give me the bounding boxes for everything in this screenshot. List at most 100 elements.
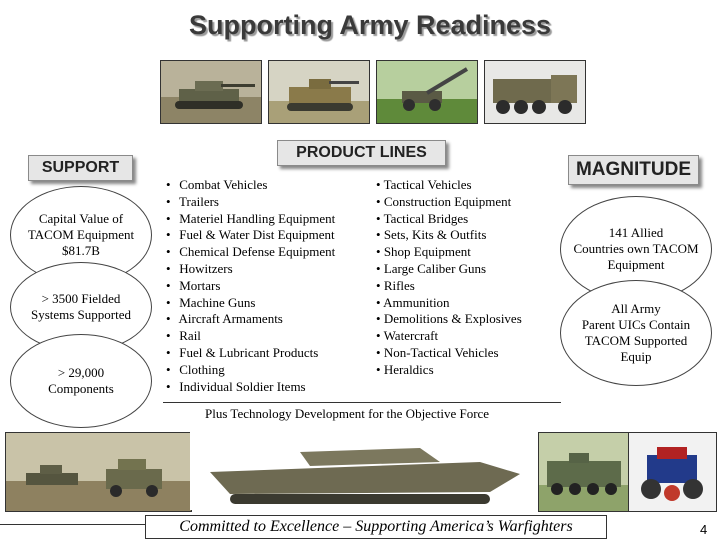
product-line-label: Tactical Bridges: [383, 210, 469, 226]
product-line-label: Watercraft: [383, 328, 439, 344]
product-line-label: Machine Guns: [179, 294, 256, 310]
product-line-item: • Fuel & Lubricant Products: [166, 345, 335, 362]
bullet: •: [376, 294, 381, 310]
support-label: SUPPORT: [28, 155, 133, 181]
product-line-item: • Combat Vehicles: [166, 177, 335, 194]
product-line-item: • Demolitions & Explosives: [376, 311, 522, 328]
bullet: •: [376, 361, 381, 377]
product-line-item: • Howitzers: [166, 261, 335, 278]
magnitude-item-text: Equipment: [607, 257, 665, 272]
support-item-text: > 29,000: [57, 365, 105, 380]
product-line-item: • Mortars: [166, 278, 335, 295]
bullet: •: [376, 227, 381, 243]
product-line-label: Sets, Kits & Outfits: [383, 227, 487, 243]
product-line-item: • Non-Tactical Vehicles: [376, 345, 522, 362]
bullet: •: [166, 361, 171, 377]
product-line-label: Fuel & Water Dist Equipment: [179, 227, 335, 243]
product-line-label: Aircraft Armaments: [178, 311, 283, 327]
product-line-item: • Rail: [166, 328, 335, 345]
product-line-item: • Machine Guns: [166, 295, 335, 312]
bullet: •: [166, 260, 171, 276]
product-line-label: Tactical Vehicles: [383, 177, 472, 192]
footer-rule: [0, 524, 145, 525]
support-item-text: Components: [48, 381, 114, 396]
product-line-label: Ammunition: [383, 294, 450, 310]
product-line-item: • Aircraft Armaments: [166, 311, 335, 328]
product-line-item: • Sets, Kits & Outfits: [376, 227, 522, 244]
product-line-item: • Tactical Vehicles: [376, 177, 522, 194]
magnitude-item-text: TACOM Supported: [584, 333, 688, 348]
divider-line: [163, 402, 561, 403]
magnitude-item-text: Parent UICs Contain: [581, 317, 691, 332]
product-line-label: Combat Vehicles: [179, 177, 268, 192]
components-ellipse: > 29,000 Components: [10, 334, 152, 428]
magnitude-item-text: 141 Allied: [608, 225, 664, 240]
truck-photo: [484, 60, 586, 124]
product-lines-list-right: • Tactical Vehicles• Construction Equipm…: [376, 177, 522, 379]
product-lines-list-left: • Combat Vehicles• Trailers• Materiel Ha…: [166, 177, 335, 395]
magnitude-item-text: Equip: [620, 349, 652, 364]
support-item-text: > 3500 Fielded: [41, 291, 121, 306]
product-line-label: Clothing: [179, 361, 225, 377]
robot-vehicle-photo: [628, 432, 717, 512]
product-line-label: Rifles: [383, 277, 415, 293]
support-item-text: $81.7B: [62, 243, 100, 258]
product-line-item: • Materiel Handling Equipment: [166, 211, 335, 228]
product-line-item: • Fuel & Water Dist Equipment: [166, 227, 335, 244]
footer-tagline: Committed to Excellence – Supporting Ame…: [145, 515, 607, 539]
bullet: •: [376, 311, 381, 327]
stryker-photo: [538, 432, 630, 512]
product-line-label: Fuel & Lubricant Products: [179, 344, 319, 360]
bullet: •: [166, 378, 171, 394]
bullet: •: [376, 277, 381, 293]
page-title: Supporting Army Readiness: [188, 10, 552, 40]
product-line-label: Demolitions & Explosives: [383, 311, 522, 327]
support-item-text: Systems Supported: [30, 307, 132, 322]
product-line-item: • Trailers: [166, 194, 335, 211]
bullet: •: [166, 344, 171, 360]
bullet: •: [376, 260, 381, 276]
support-item-text: Capital Value of: [38, 211, 124, 226]
product-line-label: Chemical Defense Equipment: [179, 244, 336, 260]
bullet: •: [166, 210, 171, 226]
product-line-label: Mortars: [179, 277, 221, 293]
bullet: •: [166, 277, 171, 293]
product-line-item: • Chemical Defense Equipment: [166, 244, 335, 261]
product-line-item: • Tactical Bridges: [376, 211, 522, 228]
product-line-item: • Individual Soldier Items: [166, 379, 335, 396]
product-line-item: • Ammunition: [376, 295, 522, 312]
product-line-label: Trailers: [179, 193, 219, 209]
product-line-label: Shop Equipment: [383, 244, 471, 260]
bullet: •: [166, 193, 171, 209]
bullet: •: [376, 193, 381, 209]
product-line-label: Construction Equipment: [383, 193, 512, 209]
product-lines-label: PRODUCT LINES: [277, 140, 446, 166]
product-line-label: Individual Soldier Items: [179, 378, 306, 394]
bullet: •: [166, 227, 171, 243]
bullet: •: [376, 244, 381, 260]
magnitude-item-text: All Army: [611, 301, 661, 316]
product-line-label: Large Caliber Guns: [383, 260, 487, 276]
bullet: •: [166, 311, 171, 327]
product-line-label: Rail: [179, 328, 201, 344]
future-tank-photo: [190, 432, 542, 510]
bullet: •: [166, 294, 171, 310]
product-line-item: • Construction Equipment: [376, 194, 522, 211]
technology-note: Plus Technology Development for the Obje…: [205, 406, 490, 421]
army-uics-ellipse: All Army Parent UICs Contain TACOM Suppo…: [560, 280, 712, 386]
bullet: •: [166, 244, 171, 260]
bullet: •: [376, 177, 381, 192]
product-line-label: Materiel Handling Equipment: [179, 210, 336, 226]
bullet: •: [166, 328, 171, 344]
support-item-text: TACOM Equipment: [27, 227, 135, 242]
product-line-label: Non-Tactical Vehicles: [383, 344, 499, 360]
product-line-item: • Clothing: [166, 362, 335, 379]
bullet: •: [376, 344, 381, 360]
ifv-photo: [268, 60, 370, 124]
product-line-item: • Shop Equipment: [376, 244, 522, 261]
armor-column-photo: [5, 432, 192, 512]
product-line-item: • Watercraft: [376, 328, 522, 345]
bullet: •: [376, 210, 381, 226]
product-line-item: • Large Caliber Guns: [376, 261, 522, 278]
magnitude-item-text: Countries own TACOM: [573, 241, 699, 256]
